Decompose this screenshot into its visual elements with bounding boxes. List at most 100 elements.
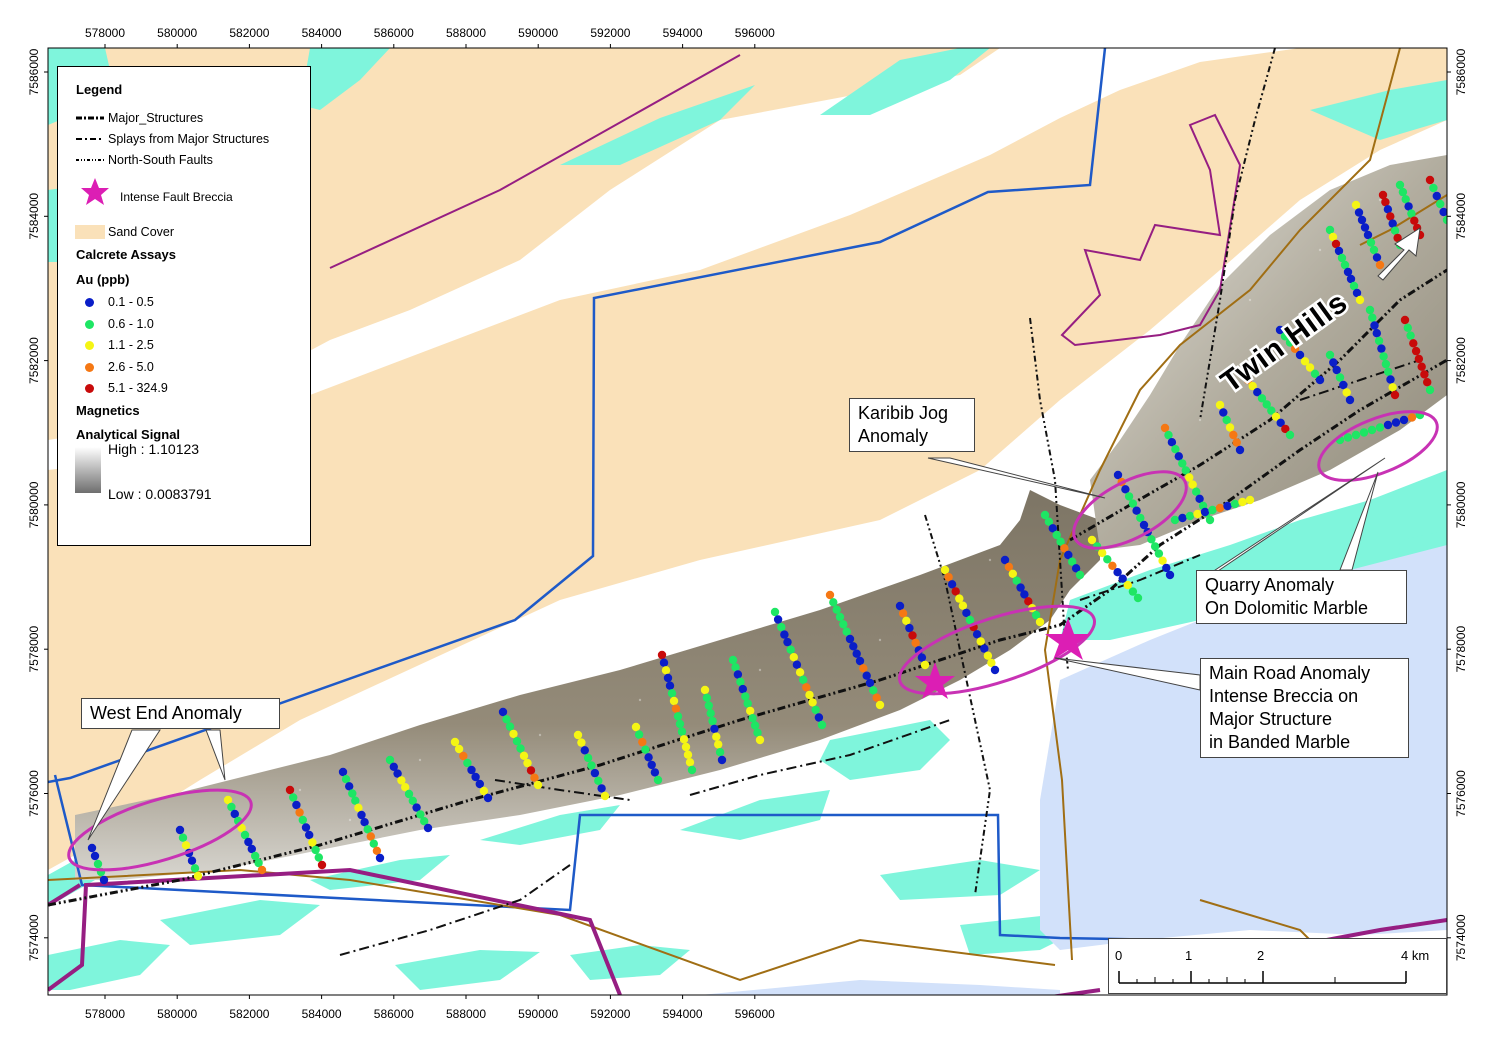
y-tick-label: 7584000 <box>1454 193 1468 240</box>
x-tick-label: 596000 <box>735 26 775 40</box>
sample-dot <box>753 728 762 737</box>
sample-dot <box>1281 424 1290 434</box>
sample-dot <box>702 693 712 702</box>
sample-dot <box>1381 359 1391 369</box>
sample-dot <box>681 742 691 752</box>
sample-dot <box>1290 344 1300 353</box>
sample-dot <box>516 744 525 753</box>
sample-dot <box>1276 418 1285 427</box>
sample-dot <box>523 758 532 768</box>
sample-dot <box>450 737 460 747</box>
sample-dot <box>1375 423 1385 432</box>
x-tick-label: 588000 <box>446 1007 486 1021</box>
sample-dot <box>859 664 868 673</box>
y-axis-ticks-left: 7586000758400075820007580000757800075760… <box>27 48 48 961</box>
sample-dot <box>647 760 656 770</box>
sample-dot <box>1340 260 1350 270</box>
sample-dot <box>1167 438 1177 447</box>
y-tick-label: 7580000 <box>1454 481 1468 528</box>
sample-dot <box>1315 375 1325 385</box>
sample-dot <box>1016 583 1025 592</box>
legend-magnetics-heading: Magnetics <box>76 403 140 418</box>
sample-dot <box>1052 530 1061 540</box>
sample-dot <box>1121 485 1130 494</box>
sample-dot <box>1060 544 1069 553</box>
x-tick-label: 580000 <box>157 26 197 40</box>
sample-dot <box>289 793 298 802</box>
sample-dot <box>802 683 811 692</box>
main-road-anomaly-ellipse <box>897 604 1097 696</box>
sample-dot <box>795 668 805 677</box>
sample-dot <box>673 712 683 721</box>
sample-dot <box>1404 202 1413 211</box>
sample-dot <box>423 823 433 833</box>
sample-dot <box>230 809 239 819</box>
sample-dot <box>1262 400 1271 409</box>
au-class-label: 5.1 - 324.9 <box>108 381 168 395</box>
sample-dot <box>479 786 489 796</box>
west-end-callout: West End Anomaly <box>81 698 280 729</box>
sample-dot <box>976 637 985 646</box>
sample-dot <box>736 677 745 686</box>
y-tick-label: 7580000 <box>27 481 41 528</box>
sample-dot <box>728 655 738 665</box>
sample-dot <box>704 701 713 710</box>
sample-dot <box>295 808 304 817</box>
legend-au-heading: Au (ppb) <box>76 272 130 287</box>
sample-dot <box>958 601 968 610</box>
sample-dot <box>905 623 914 633</box>
sample-dot <box>1439 207 1447 217</box>
sample-dot <box>247 844 256 854</box>
sample-dot <box>965 615 975 625</box>
sample-dot <box>594 776 603 785</box>
sample-dot <box>825 590 835 600</box>
sample-dot <box>1354 208 1364 217</box>
sample-dot <box>1379 352 1388 361</box>
sample-dot <box>1351 430 1361 440</box>
breccia-stars <box>915 618 1091 699</box>
sample-dot <box>369 839 378 848</box>
sample-dot <box>908 631 917 640</box>
scale-label: 0 <box>1115 948 1123 963</box>
sample-dot <box>1383 420 1393 430</box>
sample-dot <box>1388 219 1397 228</box>
sample-dot <box>1285 430 1295 440</box>
sample-dot <box>1160 423 1170 433</box>
sample-dot <box>746 706 755 716</box>
callout-line: West End Anomaly <box>90 703 242 723</box>
sample-dot <box>1103 555 1112 564</box>
au-class-label: 1.1 - 2.5 <box>108 338 154 352</box>
sample-dot <box>404 789 414 799</box>
sample-dot <box>1432 191 1442 201</box>
sample-dot <box>805 690 814 700</box>
sample-dot <box>1012 576 1021 585</box>
north-south-faults <box>924 48 1276 896</box>
sample-dot <box>93 859 103 869</box>
sample-dot <box>1215 400 1225 410</box>
sample-dot <box>911 638 920 648</box>
au-class-dot-icon <box>85 319 94 329</box>
sample-dot <box>1349 281 1359 291</box>
sample-dot <box>814 713 824 722</box>
sample-dot <box>1113 568 1122 577</box>
sample-dot <box>459 751 468 761</box>
y-tick-label: 7582000 <box>27 337 41 384</box>
anomaly-ellipses <box>67 410 1439 872</box>
callout-leaders <box>87 457 1386 841</box>
sample-dot <box>348 789 357 798</box>
sample-dot <box>770 607 780 617</box>
sample-dot <box>1193 509 1202 519</box>
sample-dot <box>1267 406 1276 415</box>
sample-dot <box>1229 430 1238 440</box>
sample-dot <box>661 666 671 675</box>
y-tick-label: 7576000 <box>1454 770 1468 817</box>
sample-dot <box>1164 430 1173 440</box>
sample-dot <box>677 727 687 736</box>
sample-dot <box>657 650 667 660</box>
y-axis-ticks-right: 7586000758400075820007580000757800075760… <box>1447 48 1468 961</box>
sample-dot <box>799 675 808 684</box>
sample-dot <box>1178 513 1187 523</box>
sample-dot <box>780 630 789 639</box>
sample-dot <box>1068 557 1077 566</box>
sample-dot <box>1118 574 1127 583</box>
